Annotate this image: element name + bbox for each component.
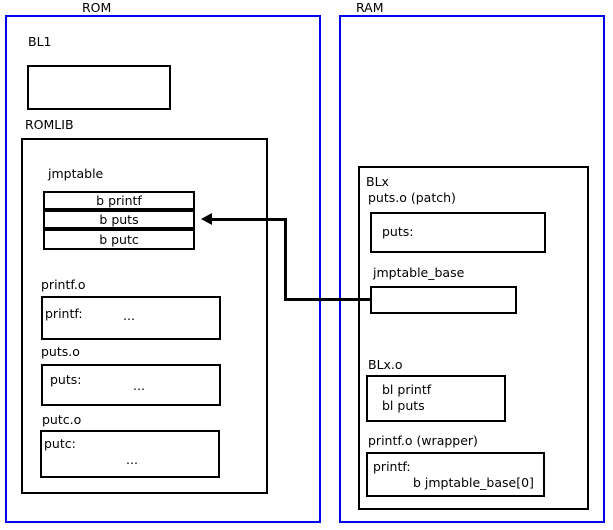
puts-o-symbol: puts:	[50, 372, 82, 387]
jmptable-row-puts: b puts	[43, 210, 195, 229]
rom-region-label: ROM	[82, 0, 112, 15]
blx-o-label: BLx.o	[368, 357, 403, 372]
puts-patch-box: puts:	[370, 212, 546, 253]
ram-region	[339, 15, 605, 523]
printf-wrapper-instruction: b jmptable_base[0]	[413, 475, 534, 490]
putc-o-body: ...	[126, 452, 138, 467]
bl1-label: BL1	[28, 34, 52, 49]
connector-arrowhead-icon	[201, 213, 212, 225]
printf-wrapper-label: printf.o (wrapper)	[368, 433, 478, 448]
printf-o-symbol: printf:	[45, 306, 83, 321]
puts-patch-label: puts.o (patch)	[368, 190, 456, 205]
puts-o-label: puts.o	[41, 344, 80, 359]
jmptable-row-printf: b printf	[43, 191, 195, 210]
romlib-label: ROMLIB	[25, 117, 74, 132]
puts-patch-symbol: puts:	[382, 224, 414, 239]
connector-segment-vertical	[284, 218, 287, 301]
printf-wrapper-box: printf: b jmptable_base[0]	[366, 452, 545, 497]
jmptable-base-label: jmptable_base	[373, 265, 465, 280]
putc-o-box: putc: ...	[40, 430, 220, 478]
blx-o-line-2: bl puts	[382, 398, 425, 413]
jmptable-row-putc: b putc	[43, 229, 195, 250]
printf-o-box: printf: ...	[41, 296, 221, 340]
ram-region-label: RAM	[356, 0, 384, 15]
bl1-box	[27, 65, 171, 110]
printf-o-label: printf.o	[41, 277, 86, 292]
blx-o-box: bl printf bl puts	[366, 375, 506, 422]
jmptable-base-box	[370, 286, 517, 314]
connector-segment-top	[212, 218, 286, 221]
puts-o-box: puts: ...	[41, 364, 221, 406]
rom-region	[5, 15, 321, 523]
puts-o-body: ...	[133, 378, 145, 393]
putc-o-label: putc.o	[42, 412, 82, 427]
printf-wrapper-symbol: printf:	[373, 459, 411, 474]
blx-label: BLx	[366, 174, 389, 189]
printf-o-body: ...	[123, 308, 135, 323]
jmptable-label: jmptable	[48, 166, 104, 181]
blx-o-line-1: bl printf	[382, 382, 432, 397]
blx-box	[358, 166, 589, 510]
romlib-box	[21, 138, 268, 494]
putc-o-symbol: putc:	[44, 436, 76, 451]
connector-segment-bottom	[284, 298, 372, 301]
